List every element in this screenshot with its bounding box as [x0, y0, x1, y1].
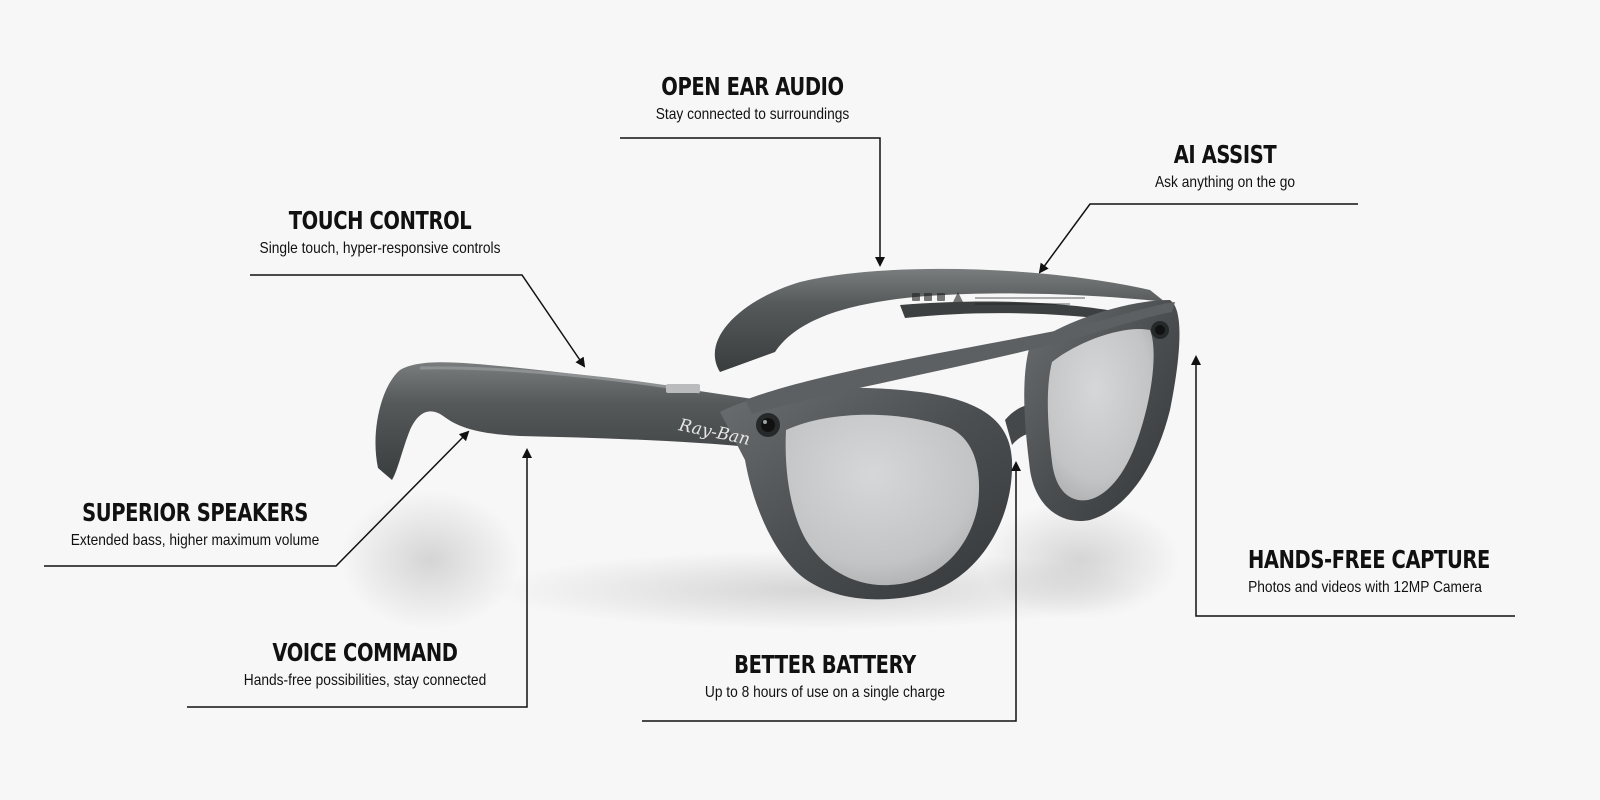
lens-left [785, 414, 980, 586]
leader-superior-speakers [44, 430, 470, 567]
camera-left-icon [756, 413, 780, 437]
camera-right-icon [1151, 321, 1169, 339]
callout-title: VOICE COMMAND [272, 638, 458, 667]
callout-title: AI ASSIST [1173, 140, 1277, 169]
leader-touch-control [250, 274, 586, 368]
callout-touch-control: TOUCH CONTROL Single touch, hyper-respon… [220, 206, 540, 260]
callout-subtitle: Hands-free possibilities, stay connected [243, 672, 487, 689]
callout-superior-speakers: SUPERIOR SPEAKERS Extended bass, higher … [30, 498, 360, 552]
callout-subtitle: Single touch, hyper-responsive controls [259, 240, 501, 257]
lens-right [1047, 329, 1154, 501]
leader-voice-command [187, 448, 532, 708]
leader-lines [44, 137, 1515, 722]
callout-subtitle: Stay connected to surroundings [655, 106, 850, 123]
callout-title: SUPERIOR SPEAKERS [82, 498, 308, 527]
callout-title: OPEN EAR AUDIO [661, 72, 844, 101]
callout-better-battery: BETTER BATTERY Up to 8 hours of use on a… [660, 650, 990, 704]
smart-glasses: Ray-Ban [375, 268, 1180, 600]
callout-title: BETTER BATTERY [734, 650, 916, 679]
callout-subtitle: Up to 8 hours of use on a single charge [704, 684, 946, 701]
callout-title: TOUCH CONTROL [288, 206, 472, 235]
regulatory-markings [912, 292, 1085, 305]
leader-hands-free-capture [1191, 355, 1515, 617]
callout-subtitle: Extended bass, higher maximum volume [70, 532, 320, 549]
callout-title: HANDS-FREE CAPTURE [1248, 545, 1490, 574]
glasses-shadow [340, 490, 1180, 630]
callout-subtitle: Photos and videos with 12MP Camera [1248, 579, 1482, 596]
callout-subtitle: Ask anything on the go [1155, 174, 1295, 191]
callout-open-ear-audio: OPEN EAR AUDIO Stay connected to surroun… [600, 72, 905, 126]
leader-ai-assist [1038, 203, 1358, 274]
callout-ai-assist: AI ASSIST Ask anything on the go [1100, 140, 1350, 194]
leader-open-ear-audio [620, 137, 885, 267]
far-temple-arm [714, 268, 1165, 372]
near-temple-arm [375, 362, 760, 480]
callout-hands-free-capture: HANDS-FREE CAPTURE Photos and videos wit… [1215, 545, 1515, 599]
leader-better-battery [642, 461, 1021, 722]
callout-voice-command: VOICE COMMAND Hands-free possibilities, … [200, 638, 530, 692]
